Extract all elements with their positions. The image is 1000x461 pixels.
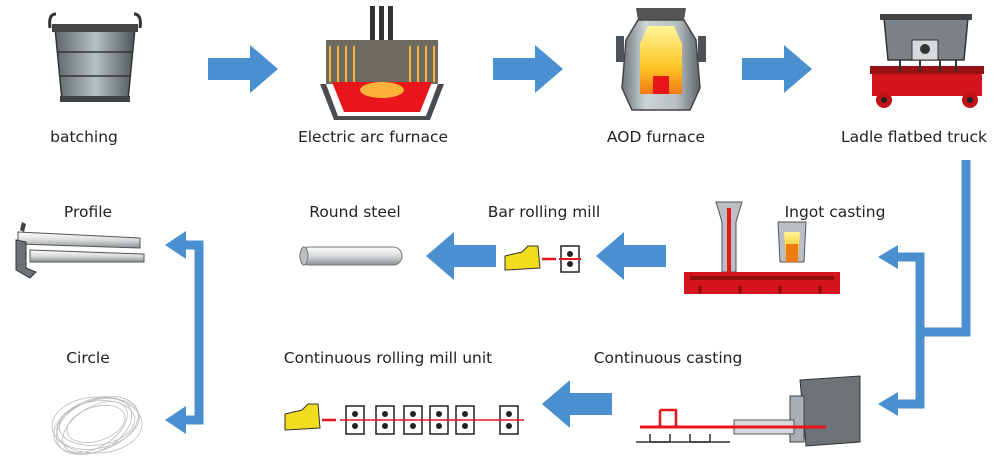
label-profile: Profile [63, 203, 113, 221]
arrow-left-bar-round [426, 232, 496, 280]
arrow-left-ingot-bar [596, 232, 666, 280]
label-ladle-flatbed-truck: Ladle flatbed truck [841, 128, 987, 146]
continuous-rolling-mill-icon [284, 403, 524, 435]
arrow-right-2 [493, 45, 563, 93]
flow-arrows-row1 [208, 45, 812, 93]
label-continuous-casting: Continuous casting [593, 349, 743, 367]
label-bar-rolling-mill: Bar rolling mill [487, 203, 601, 221]
batching-bucket-icon [48, 12, 142, 102]
label-aod-furnace: AOD furnace [606, 128, 706, 146]
profile-icon [15, 222, 145, 279]
continuous-casting-icon [636, 375, 861, 447]
electric-arc-furnace-icon [320, 6, 444, 120]
bar-rolling-mill-icon [504, 245, 581, 273]
arrow-left-cc-mill [542, 380, 612, 428]
label-batching: batching [50, 128, 118, 146]
ingot-casting-icon [684, 201, 840, 294]
label-round-steel: Round steel [309, 203, 401, 221]
aod-furnace-icon [616, 8, 706, 111]
label-continuous-rolling-mill-unit: Continuous rolling mill unit [283, 349, 493, 367]
ladle-truck-icon [870, 14, 984, 108]
arrowhead-cc [878, 392, 898, 416]
wire-coil-icon [51, 395, 143, 455]
flow-arrows-lower [426, 232, 666, 428]
label-ingot-casting: Ingot casting [784, 203, 886, 221]
label-circle: Circle [66, 349, 110, 367]
connector-heads [165, 231, 898, 434]
connector-to-cc [893, 332, 925, 409]
connector-circle-profile [182, 240, 204, 425]
arrow-right-3 [742, 45, 812, 93]
connector-ladle-down [920, 160, 971, 337]
arrowhead-ingot [878, 245, 898, 269]
arrowhead-circle [165, 406, 186, 434]
label-electric-arc-furnace: Electric arc furnace [297, 128, 449, 146]
round-steel-icon [299, 246, 403, 266]
arrowhead-profile [165, 231, 186, 259]
arrow-right-1 [208, 45, 278, 93]
flow-connectors [182, 160, 971, 425]
